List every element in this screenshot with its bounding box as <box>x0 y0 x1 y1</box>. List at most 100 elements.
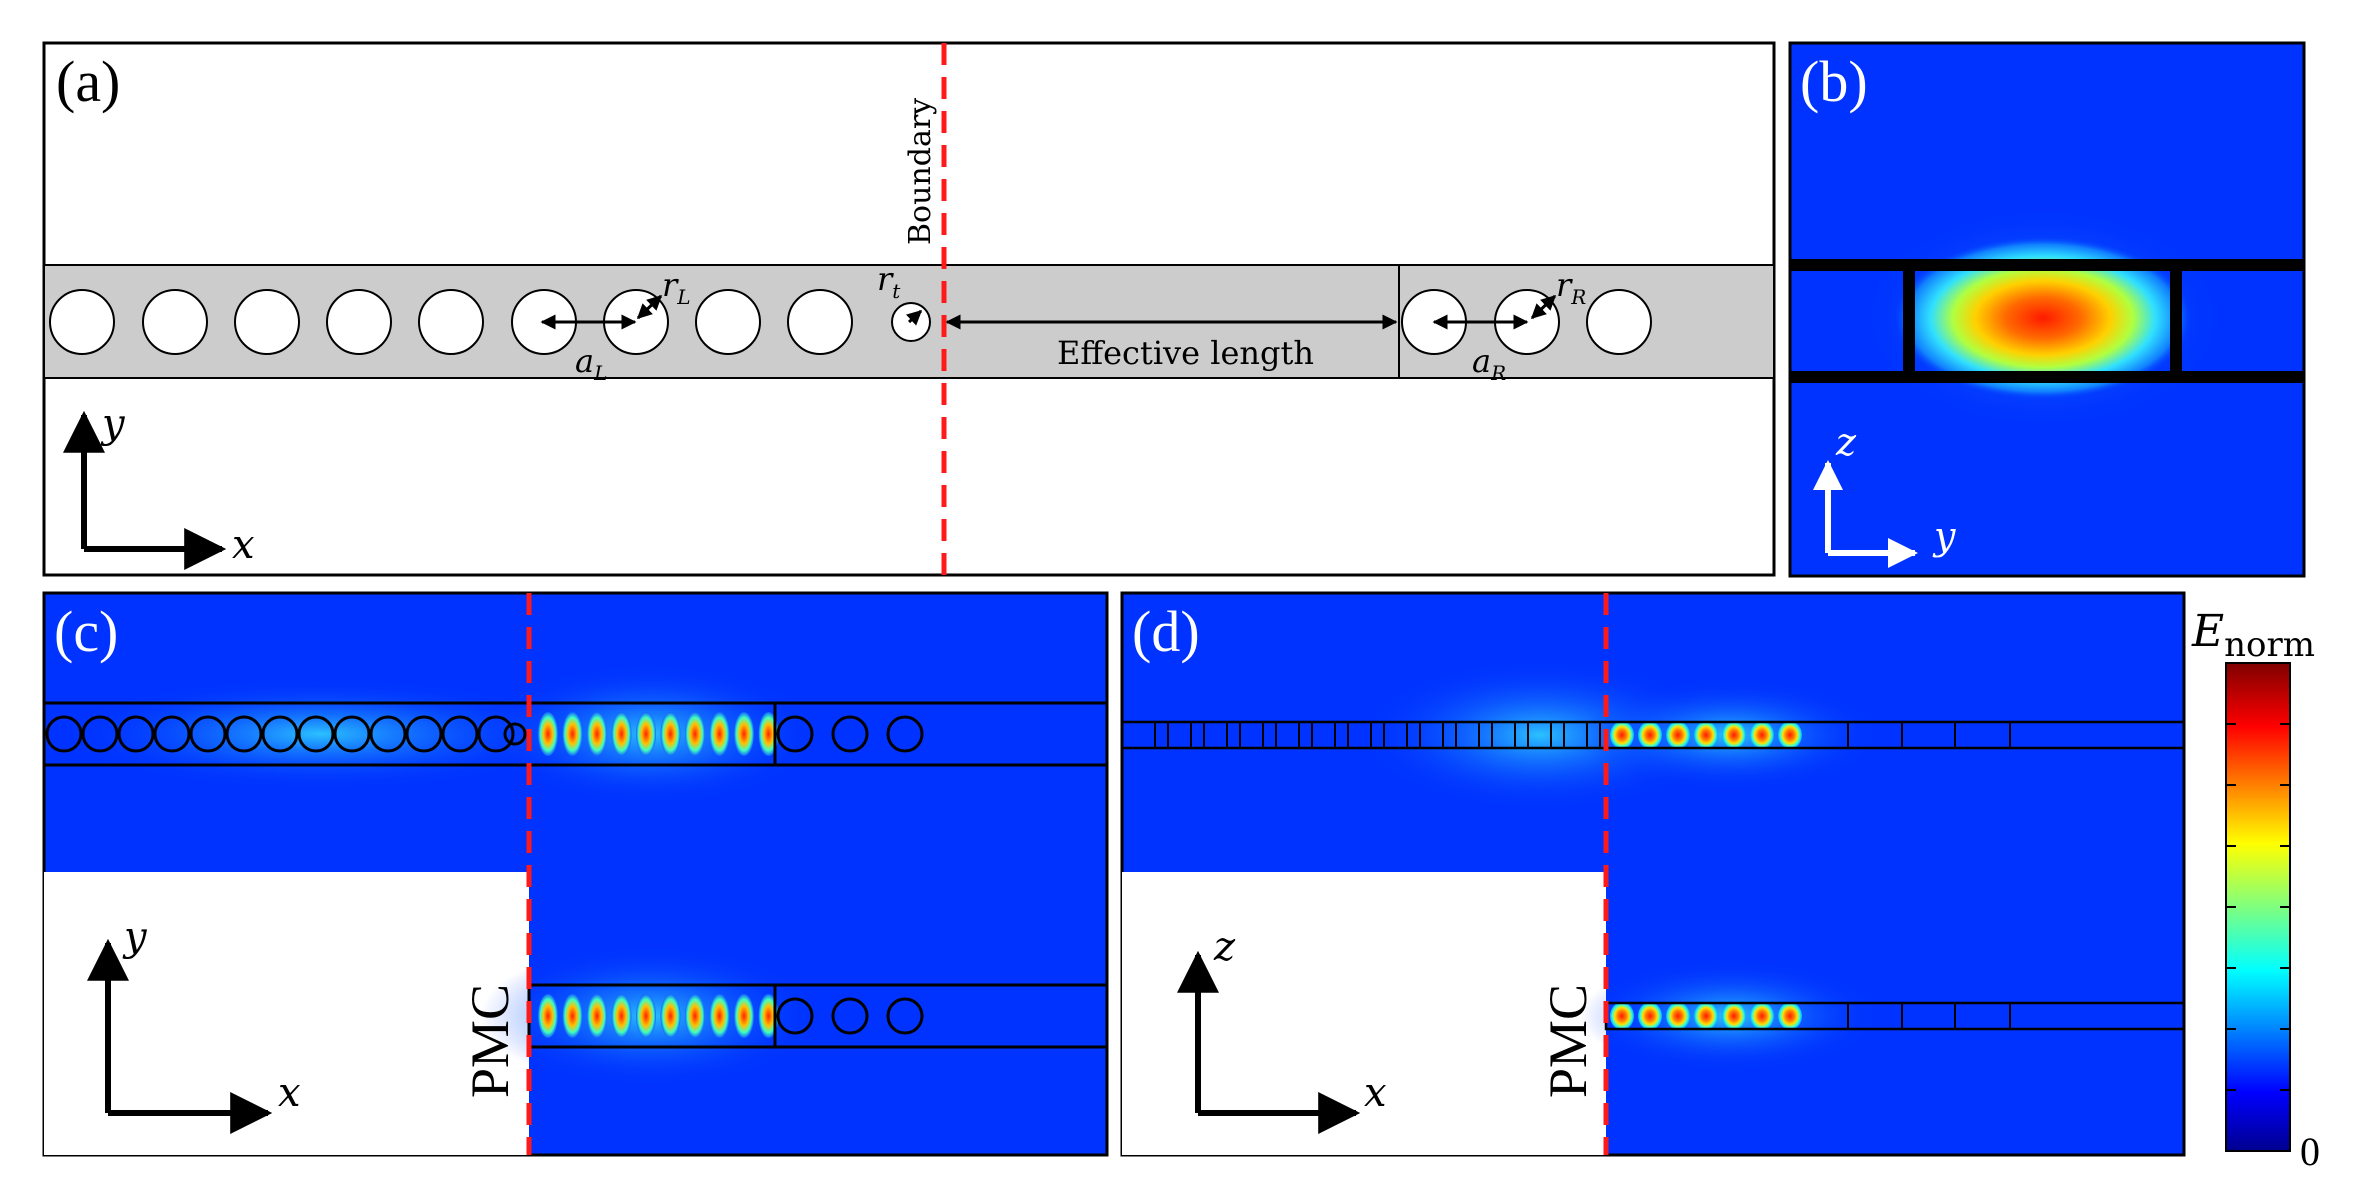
field-spot <box>660 994 681 1038</box>
field-spot <box>734 712 754 756</box>
hole <box>49 289 115 355</box>
field-spot <box>660 712 681 756</box>
field-spot <box>611 712 632 756</box>
field-spot <box>1638 1002 1662 1030</box>
panel-c: (c) PMC y x <box>42 591 1109 1157</box>
hole-outline <box>81 715 119 753</box>
axes-indicator-c: y x <box>87 914 301 1134</box>
axes-indicator-a: y x <box>63 401 255 570</box>
aL-label: aL <box>575 342 607 385</box>
axis-z-label-d: z <box>1213 924 1236 970</box>
pmc-label-c: PMC <box>460 984 520 1098</box>
pmc-label-d: PMC <box>1538 984 1598 1098</box>
boundary-label: Boundary <box>903 98 938 245</box>
field-spot <box>1638 721 1662 749</box>
hole-outline <box>831 997 869 1035</box>
aR-label: aR <box>1472 342 1506 385</box>
field-spot <box>1666 1002 1690 1030</box>
field-spot <box>685 712 705 756</box>
hole-outline <box>405 715 443 753</box>
hole-outline <box>776 997 814 1035</box>
hole-outline <box>189 715 227 753</box>
field-spot <box>1610 1002 1634 1030</box>
hole <box>234 289 300 355</box>
panel-label-d: (d) <box>1132 599 1200 664</box>
field-spot <box>709 712 730 756</box>
field-spot <box>1666 721 1690 749</box>
field-spot <box>636 994 656 1038</box>
field-spots-c <box>538 712 779 1038</box>
field-spot <box>1694 721 1718 749</box>
colorbar: Enorm 0 <box>2191 606 2320 1174</box>
hole-outline <box>441 715 479 753</box>
colorbar-ticks <box>2226 723 2290 1091</box>
field-spot <box>538 994 558 1038</box>
rt-label: rt <box>877 260 901 303</box>
hole-outline <box>886 715 924 753</box>
field-spot <box>1722 721 1746 749</box>
field-spot <box>685 994 705 1038</box>
hole <box>326 289 392 355</box>
rR-arrow <box>1530 294 1557 320</box>
axis-y-label-b: y <box>1932 514 1956 558</box>
field-spot <box>709 994 730 1038</box>
hole-outline <box>831 715 869 753</box>
hole-outline <box>297 715 335 753</box>
field-spot <box>1722 1002 1746 1030</box>
field-spot <box>1778 721 1802 749</box>
hole <box>142 289 208 355</box>
panel-label-a: (a) <box>56 49 120 114</box>
hole-outline <box>225 715 263 753</box>
hole-outline <box>45 715 83 753</box>
rt-arrow <box>905 309 923 326</box>
field-spot <box>1694 1002 1718 1030</box>
field-spot <box>1610 721 1634 749</box>
hole-outline <box>477 715 515 753</box>
axis-x-label-c: x <box>278 1070 301 1116</box>
hole-outline <box>776 715 814 753</box>
panel-d: (d) PMC z x <box>1120 591 2186 1157</box>
colorbar-title: Enorm <box>2191 606 2315 665</box>
hole-outlines-d <box>1154 722 2011 1029</box>
hole-outline <box>117 715 155 753</box>
field-spot <box>538 712 558 756</box>
axes-indicator-d: z x <box>1177 924 1387 1134</box>
field-spot <box>587 712 607 756</box>
panel-label-c: (c) <box>54 599 118 664</box>
axis-y-label-a: y <box>100 401 126 447</box>
colorbar-gradient <box>2225 662 2291 1152</box>
rL-label: rL <box>662 266 691 309</box>
colorbar-min-label: 0 <box>2300 1129 2320 1174</box>
panel-a: (a) Boundary Effective length aL rL rt a… <box>42 41 1776 577</box>
hole-outline <box>261 715 299 753</box>
panel-label-b: (b) <box>1800 49 1868 114</box>
field-spot <box>636 712 656 756</box>
field-spot <box>562 994 583 1038</box>
field-spot <box>587 994 607 1038</box>
hole-outline <box>503 722 527 746</box>
hole-outline <box>369 715 407 753</box>
mode-profile <box>1893 236 2193 400</box>
axis-y-label-c: y <box>122 914 148 960</box>
axis-x-label-d: x <box>1364 1070 1387 1116</box>
field-spot <box>1750 1002 1774 1030</box>
field-spot <box>1750 721 1774 749</box>
field-spots-d <box>1610 721 1802 1030</box>
hole-outline <box>886 997 924 1035</box>
rL-arrow <box>636 294 663 320</box>
effective-length-label: Effective length <box>1057 334 1314 372</box>
hole <box>787 289 853 355</box>
hole-outline <box>153 715 191 753</box>
field-spot <box>734 994 754 1038</box>
hole <box>1586 289 1652 355</box>
rR-label: rR <box>1556 266 1586 309</box>
hole-array <box>49 289 1652 355</box>
hole-outlines-c <box>45 715 924 1035</box>
panel-b: (b) z y <box>1788 41 2306 578</box>
hole <box>418 289 484 355</box>
axes-indicator-b: z y <box>1813 420 1956 568</box>
field-spot <box>562 712 583 756</box>
field-spot <box>611 994 632 1038</box>
axis-x-label-a: x <box>232 522 255 568</box>
hole <box>695 289 761 355</box>
